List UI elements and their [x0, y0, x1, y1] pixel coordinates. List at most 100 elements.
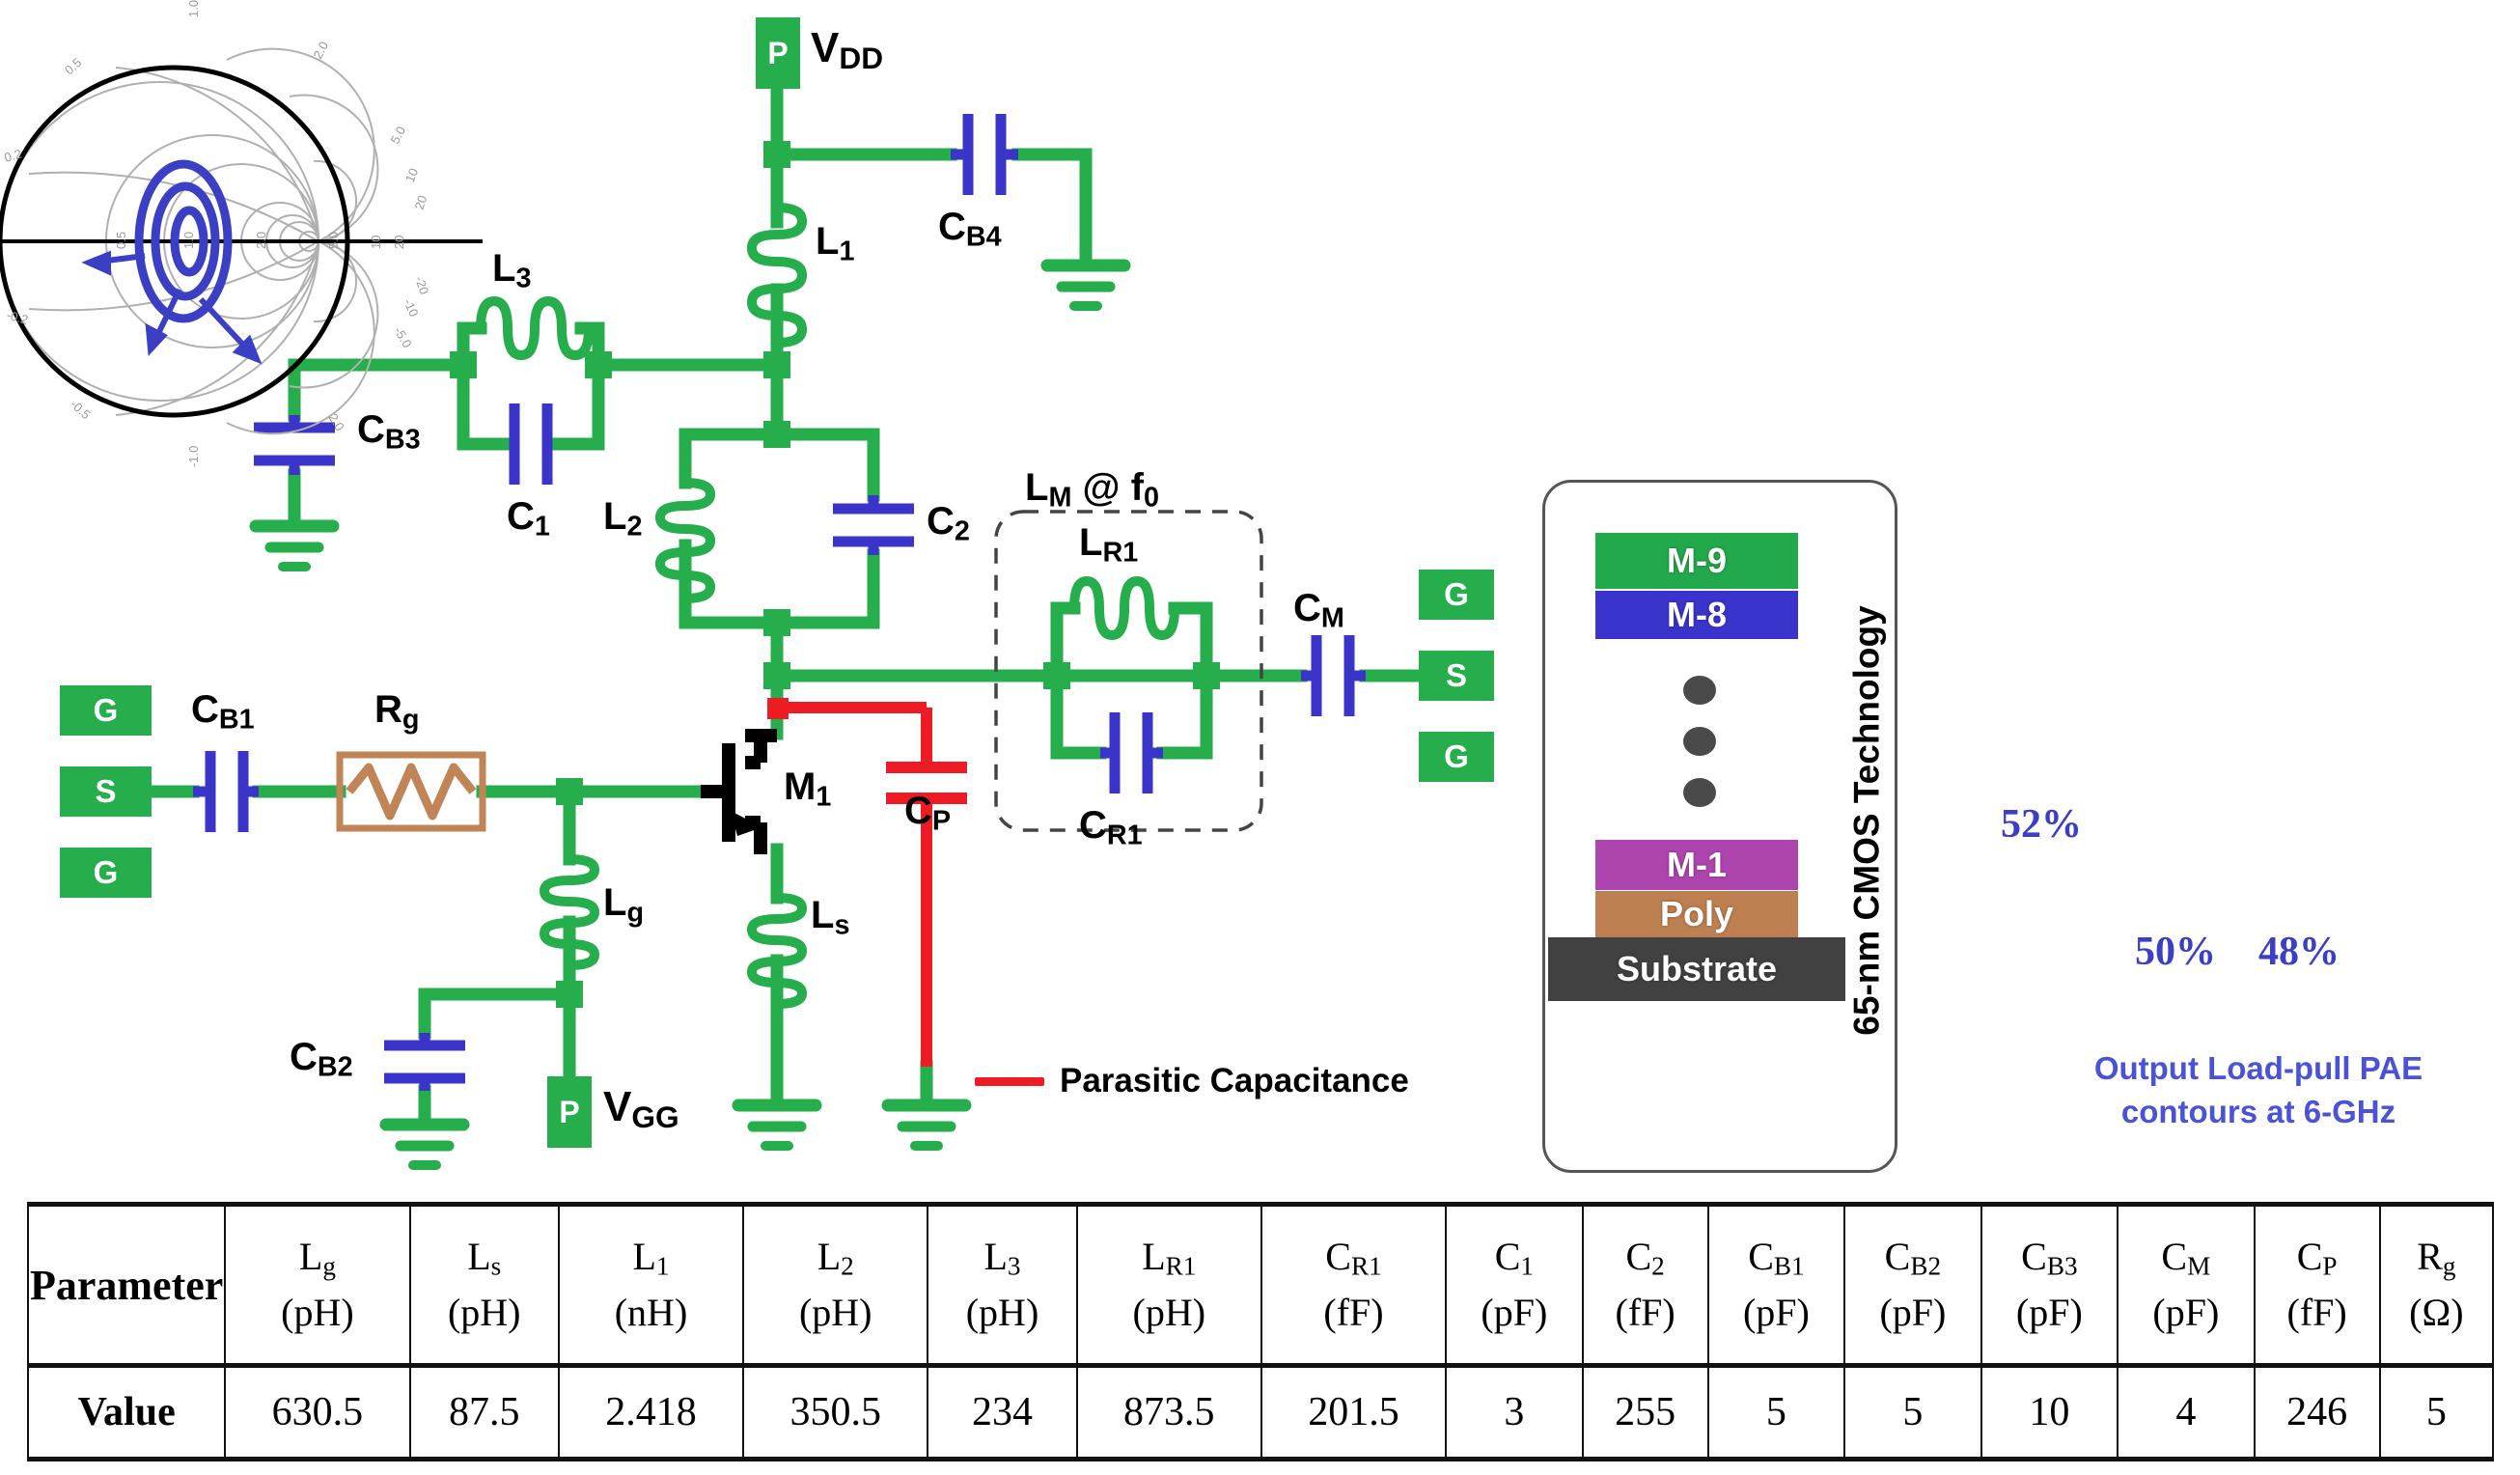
output-pad-g-bottom[interactable]: G	[1419, 732, 1494, 782]
svg-text:-0.5: -0.5	[68, 397, 94, 422]
ground-symbols	[249, 259, 1131, 1170]
value-cell: 5	[1706, 1363, 1846, 1461]
header-cell: Rg(Ω)	[2378, 1202, 2495, 1367]
input-pad-g-top[interactable]: G	[60, 685, 152, 736]
pae-label-52: 52%	[2001, 802, 2082, 847]
label-c1: C1	[507, 495, 550, 543]
table-value-row: Value 630.5 87.5 2.418 350.5 234 873.5 2…	[26, 1363, 2495, 1461]
value-cell: 3	[1445, 1363, 1584, 1461]
svg-text:-5.0: -5.0	[391, 324, 414, 350]
svg-text:-1.0: -1.0	[186, 446, 201, 467]
smith-caption-line2: contours at 6-GHz	[2120, 1093, 2396, 1129]
label-l1: L1	[816, 220, 855, 267]
svg-text:2.0: 2.0	[310, 39, 331, 61]
label-cm: CM	[1293, 587, 1344, 634]
tech-layer-m1: M-1	[1595, 840, 1798, 890]
svg-text:20: 20	[412, 194, 430, 211]
input-pad-s[interactable]: S	[60, 766, 152, 817]
svg-text:5.0: 5.0	[326, 232, 341, 249]
cmos-technology-stack: M-9 M-8 M-1 Poly Substrate	[1542, 480, 1897, 1173]
svg-text:0.5: 0.5	[114, 232, 128, 249]
output-pad-g-top[interactable]: G	[1419, 570, 1494, 620]
row-label-parameter: Parameter	[26, 1202, 227, 1367]
ellipsis-dot-2	[1683, 727, 1716, 756]
legend-parasitic-capacitance: Parasitic Capacitance	[975, 1062, 1409, 1100]
tech-layer-m9: M-9	[1595, 533, 1798, 589]
junction-nodes	[450, 141, 1220, 1008]
value-cell: 10	[1980, 1363, 2119, 1461]
parasitic-capacitor-cp	[767, 698, 967, 1067]
svg-text:-10: -10	[401, 296, 421, 319]
header-cell: C1(pF)	[1445, 1202, 1584, 1367]
svg-text:10: 10	[369, 236, 383, 249]
value-cell: 234	[927, 1363, 1078, 1461]
svg-text:2.0: 2.0	[325, 411, 346, 433]
lm-dashed-box	[994, 510, 1263, 832]
pae-contours	[134, 159, 233, 323]
header-cell: C2(fF)	[1581, 1202, 1709, 1367]
label-l2: L2	[603, 495, 643, 543]
smith-caption-line1: Output Load-pull PAE	[2093, 1050, 2423, 1086]
value-cell: 873.5	[1075, 1363, 1262, 1461]
smith-chart-caption: Output Load-pull PAE contours at 6-GHz	[1998, 1047, 2519, 1133]
label-vgg: VGG	[603, 1083, 679, 1134]
header-cell: L2(pH)	[742, 1202, 929, 1367]
value-cell: 630.5	[224, 1363, 411, 1461]
header-cell: LR1(pH)	[1075, 1202, 1262, 1367]
svg-text:-20: -20	[412, 274, 431, 296]
svg-text:2.0: 2.0	[254, 232, 268, 249]
header-cell: CB1(pF)	[1706, 1202, 1846, 1367]
pae-label-50: 50%	[2135, 930, 2216, 974]
header-cell: CB2(pF)	[1843, 1202, 1982, 1367]
header-cell: CP(fF)	[2253, 1202, 2381, 1367]
header-cell: CB3(pF)	[1980, 1202, 2119, 1367]
inductor-coils	[476, 203, 1179, 1009]
label-cp: CP	[904, 790, 952, 837]
parameter-table: Parameter Lg(pH) Ls(pH) L1(nH) L2(pH) L3…	[26, 1202, 2495, 1461]
svg-text:1.0: 1.0	[186, 0, 201, 17]
label-lr1: LR1	[1079, 521, 1139, 569]
header-cell: CM(pF)	[2117, 1202, 2256, 1367]
label-cb3: CB3	[357, 408, 421, 456]
row-label-value: Value	[26, 1363, 227, 1461]
tech-layer-substrate: Substrate	[1548, 937, 1845, 1001]
svg-text:5.0: 5.0	[387, 124, 408, 146]
label-m1: M1	[784, 765, 832, 813]
value-cell: 2.418	[557, 1363, 745, 1461]
pad-vgg[interactable]: P	[547, 1076, 592, 1148]
svg-text:0.2: 0.2	[3, 146, 24, 164]
svg-text:20: 20	[392, 236, 406, 249]
svg-text:10: 10	[402, 166, 421, 184]
legend-color-swatch	[975, 1076, 1044, 1086]
output-pad-s[interactable]: S	[1419, 651, 1494, 701]
pad-vdd[interactable]: P	[756, 17, 800, 89]
value-cell: 255	[1581, 1363, 1709, 1461]
table-header-row: Parameter Lg(pH) Ls(pH) L1(nH) L2(pH) L3…	[26, 1202, 2495, 1367]
input-pad-g-bottom[interactable]: G	[60, 848, 152, 898]
transistor-m1	[701, 729, 777, 854]
label-lg: Lg	[603, 881, 645, 929]
pae-arrows	[81, 250, 263, 365]
label-c2: C2	[927, 500, 970, 547]
ellipsis-dot-3	[1683, 778, 1716, 807]
pae-label-48: 48%	[2258, 930, 2340, 974]
label-lm-f0: LM @ f0	[1025, 466, 1160, 514]
smith-tick-labels: 1.0 0.5 2.0 5.0 10 20 1.0 -1.0 0.5 -0.5 …	[3, 0, 432, 467]
pad-vdd-letter: P	[767, 35, 789, 70]
circuit-schematic: P VDD P VGG G S G G S G L1 CB4 L3 CB3 C1…	[0, 0, 2519, 1173]
tech-stack-title: 65-nm CMOS Technology	[1847, 605, 1888, 1036]
capacitors	[193, 114, 1366, 1091]
ellipsis-dot-1	[1683, 676, 1716, 705]
label-cr1: CR1	[1079, 804, 1143, 851]
value-cell: 5	[2378, 1363, 2495, 1461]
value-cell: 87.5	[408, 1363, 560, 1461]
smith-chart: 1.0 0.5 2.0 5.0 10 20 1.0 -1.0 0.5 -0.5 …	[0, 0, 483, 467]
label-ls: Ls	[811, 894, 850, 941]
value-cell: 5	[1843, 1363, 1982, 1461]
header-cell: CR1(fF)	[1260, 1202, 1448, 1367]
value-cell: 350.5	[742, 1363, 929, 1461]
label-l3: L3	[492, 247, 532, 294]
value-cell: 4	[2117, 1363, 2256, 1461]
value-cell: 246	[2253, 1363, 2381, 1461]
header-cell: L1(nH)	[557, 1202, 745, 1367]
